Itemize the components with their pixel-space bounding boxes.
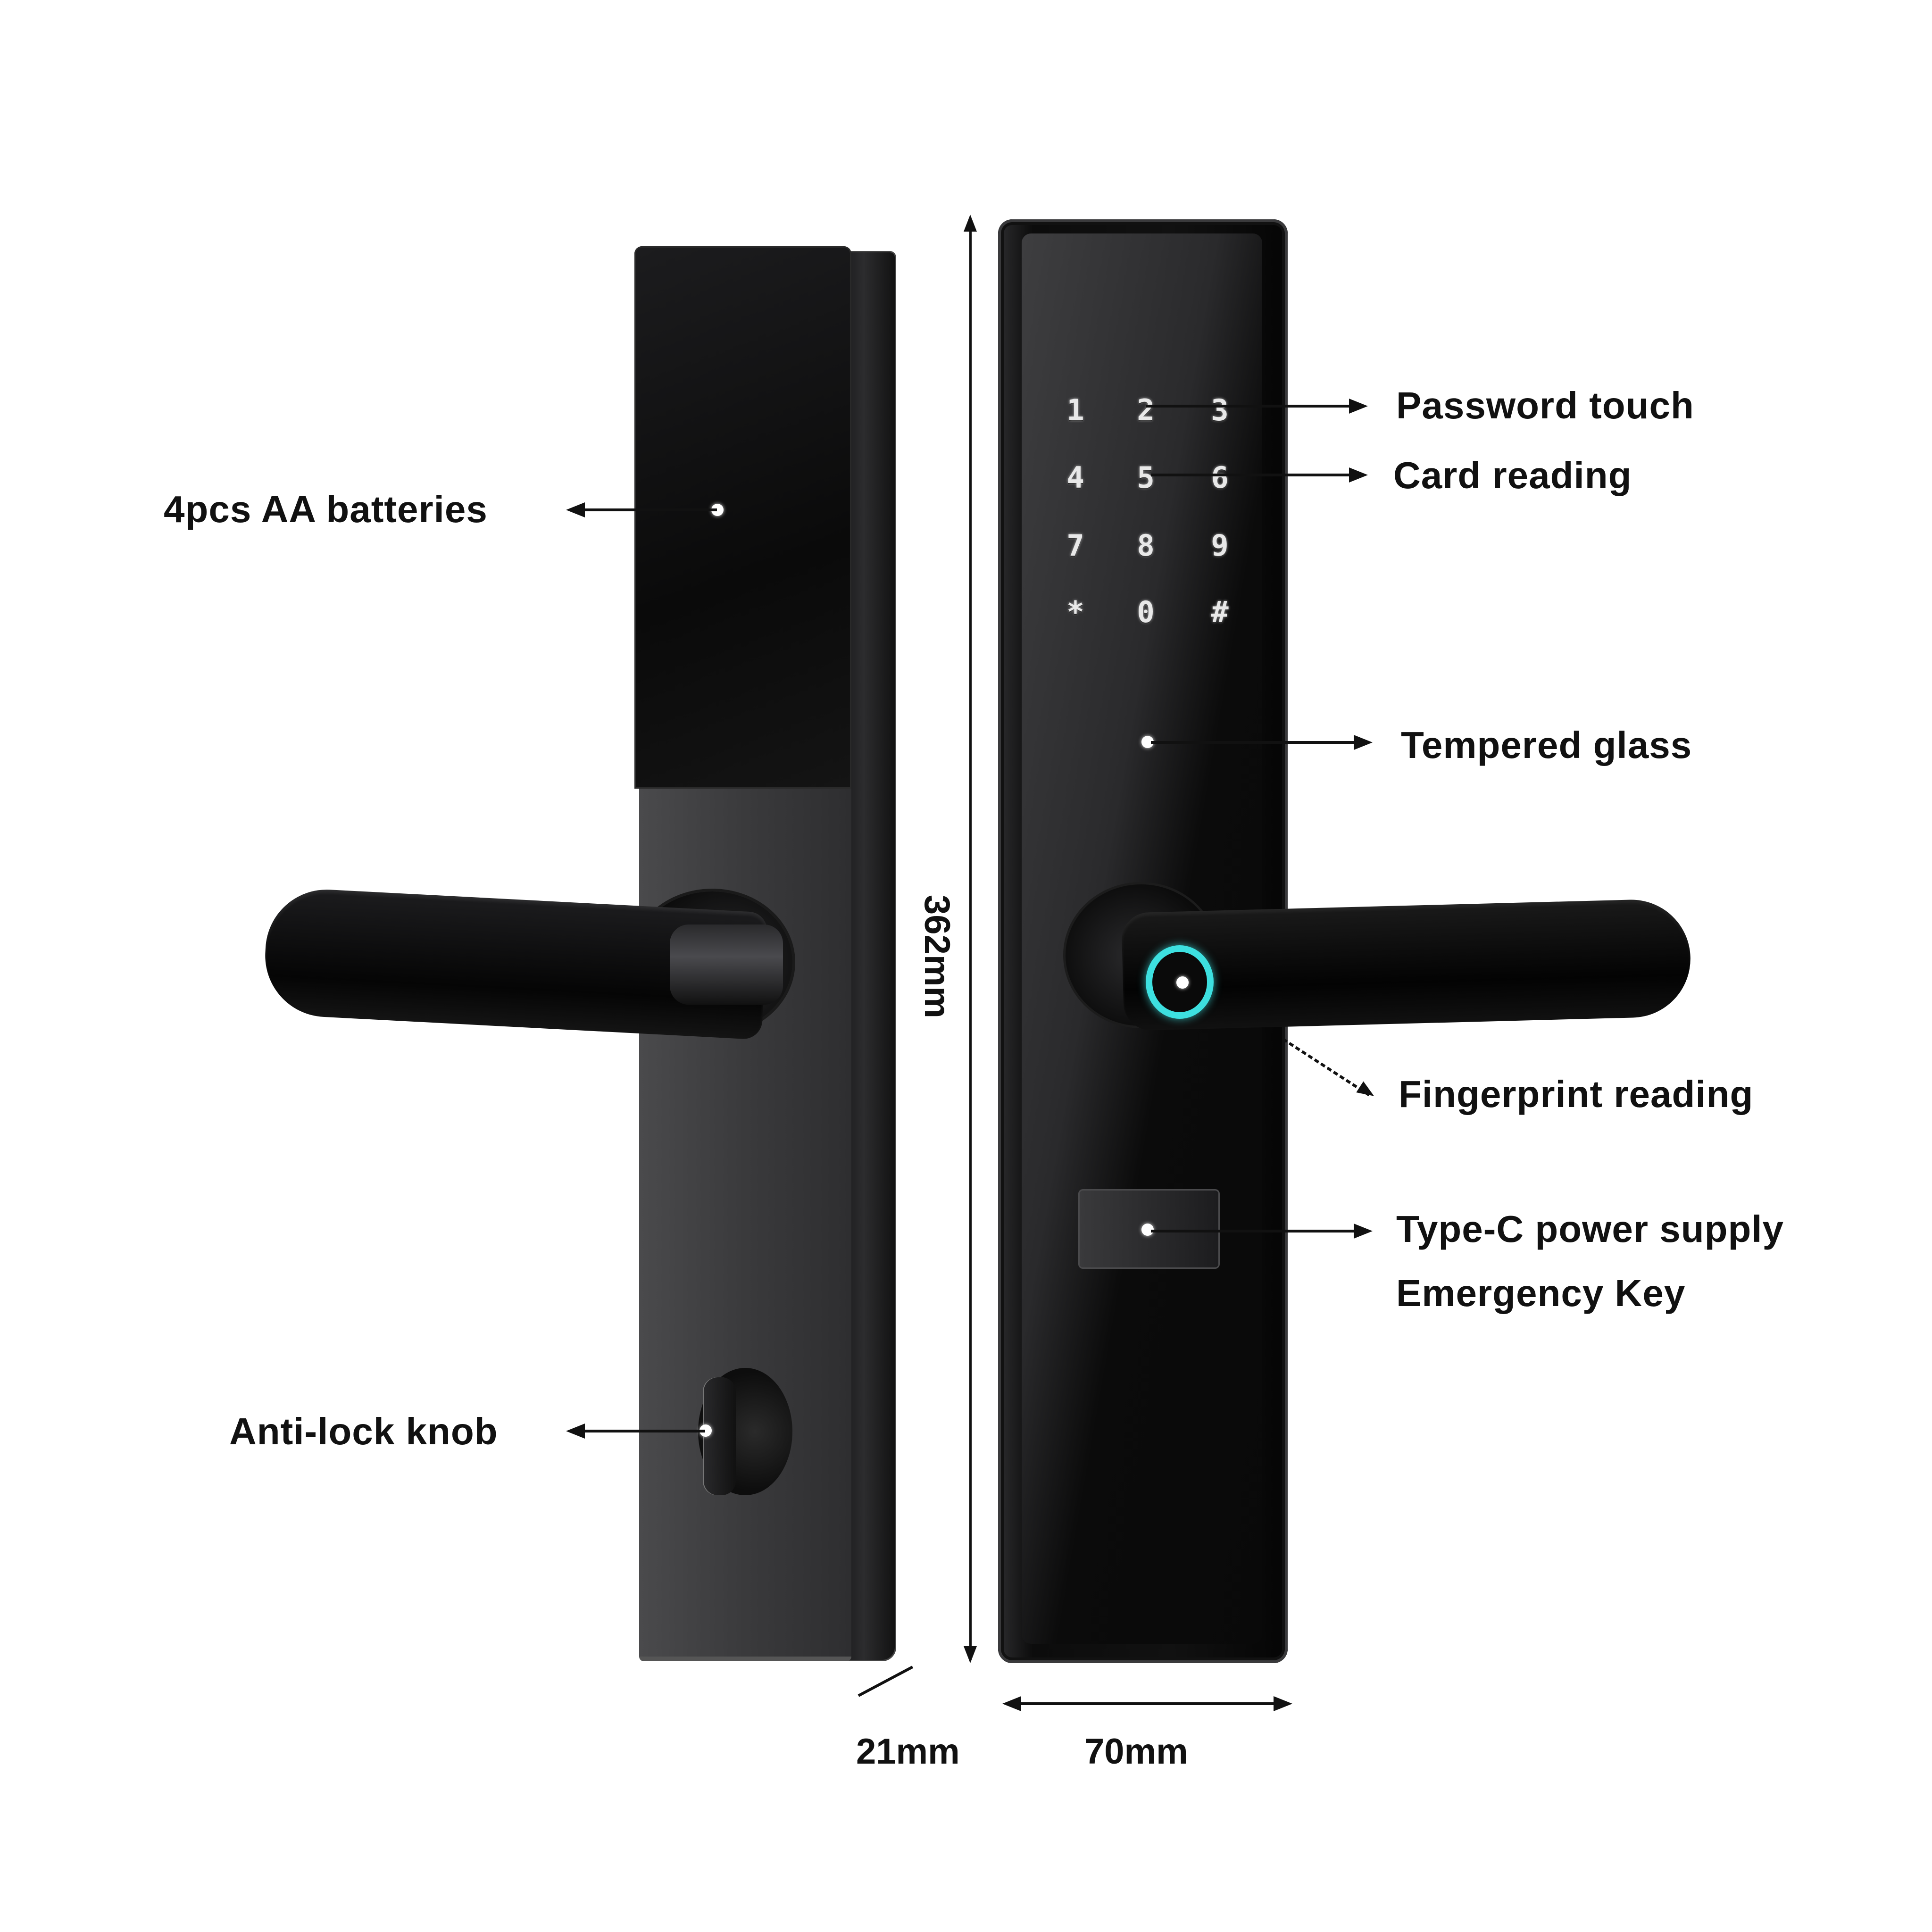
left-handle-neck [670, 924, 783, 1005]
callout-type-c-leader [1151, 1230, 1358, 1232]
thickness-dimension-line [858, 1666, 914, 1697]
key-6[interactable]: 6 [1211, 460, 1229, 495]
key-hash[interactable]: # [1211, 595, 1229, 629]
height-dimension-line [969, 222, 972, 1660]
thickness-dimension-label: 21mm [856, 1732, 960, 1772]
callout-tempered-glass: Tempered glass [1401, 724, 1692, 766]
arrow-left-icon [1002, 1696, 1021, 1711]
battery-cover-panel [634, 246, 851, 789]
arrow-right-icon [1354, 1224, 1373, 1239]
arrow-right-icon [1349, 467, 1368, 483]
key-5[interactable]: 5 [1137, 460, 1155, 495]
callout-fingerprint-reading: Fingerprint reading [1399, 1073, 1754, 1115]
arrow-up-icon [964, 215, 977, 232]
callout-password-touch: Password touch [1396, 384, 1694, 426]
key-0[interactable]: 0 [1137, 595, 1155, 629]
arrow-down-icon [964, 1646, 977, 1663]
callout-anti-lock-knob: Anti-lock knob [229, 1410, 498, 1452]
key-2[interactable]: 2 [1137, 393, 1155, 427]
arrow-left-icon [566, 502, 585, 517]
arrow-right-icon [1354, 735, 1373, 750]
callout-password-leader [1146, 405, 1354, 408]
key-star[interactable]: * [1066, 595, 1084, 629]
width-dimension-label: 70mm [1084, 1732, 1188, 1772]
fingerprint-marker-dot [1176, 976, 1189, 989]
callout-fingerprint-leader [1282, 1038, 1371, 1097]
callout-batteries-leader [580, 508, 717, 511]
key-9[interactable]: 9 [1211, 528, 1229, 563]
key-1[interactable]: 1 [1066, 393, 1084, 427]
callout-batteries: 4pcs AA batteries [164, 488, 488, 530]
callout-card-reading: Card reading [1393, 454, 1632, 496]
key-3[interactable]: 3 [1211, 393, 1229, 427]
height-dimension-label: 362mm [916, 895, 957, 1018]
key-4[interactable]: 4 [1066, 460, 1084, 495]
key-7[interactable]: 7 [1066, 528, 1084, 563]
key-8[interactable]: 8 [1137, 528, 1155, 563]
callout-glass-leader [1151, 741, 1358, 744]
anti-lock-knob[interactable] [703, 1377, 736, 1495]
arrow-right-icon [1274, 1696, 1292, 1711]
callout-emergency-key: Emergency Key [1396, 1272, 1686, 1314]
callout-type-c-power: Type-C power supply [1396, 1208, 1784, 1250]
width-dimension-line [1014, 1702, 1278, 1705]
arrow-right-icon [1349, 399, 1368, 414]
keypad: 1 2 3 4 5 6 7 8 9 * 0 # [1057, 387, 1245, 651]
callout-card-leader [1151, 474, 1354, 476]
arrow-left-icon [566, 1424, 585, 1439]
callout-anti-lock-leader [580, 1430, 705, 1432]
arrow-diagonal-icon [1356, 1081, 1378, 1102]
